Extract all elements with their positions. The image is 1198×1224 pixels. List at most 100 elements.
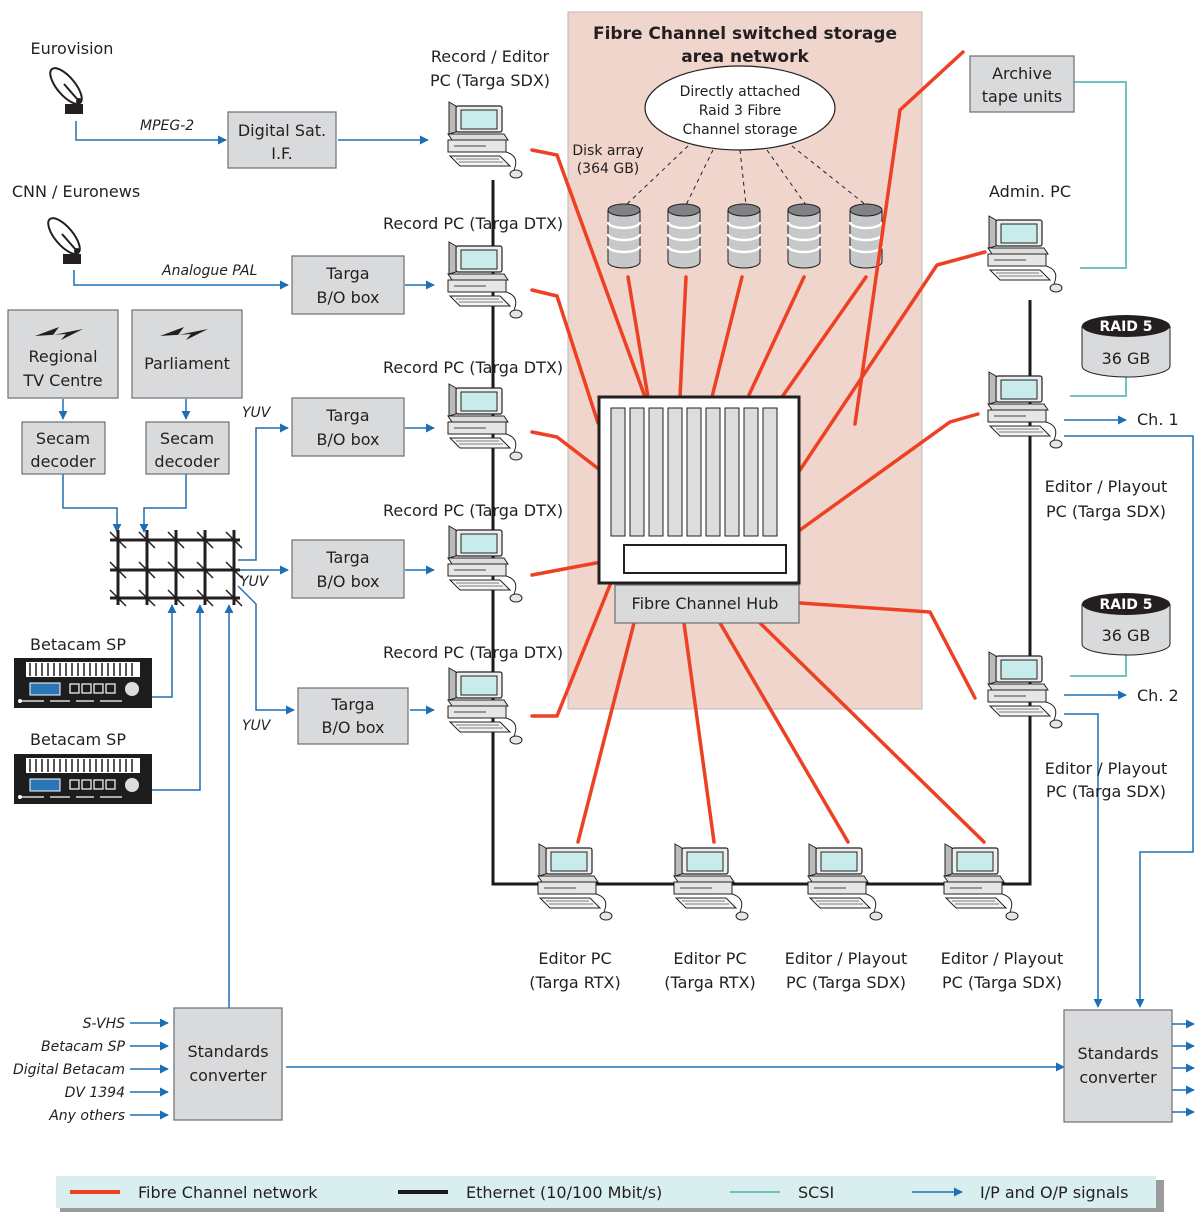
disk-icon (666, 202, 702, 270)
archive-label: tape units (982, 87, 1063, 106)
raid5-drive-icon (1081, 604, 1171, 656)
record-editor-pc-label: Record / Editor (431, 47, 550, 66)
targa-bo-box (291, 539, 405, 599)
raid5-drive-icon (1081, 326, 1171, 378)
mpeg2-label: MPEG-2 (140, 118, 194, 134)
disk-icon (726, 202, 762, 270)
input-label: Any others (48, 1108, 125, 1124)
regional-tv-label: Regional (28, 347, 97, 366)
pc-icon (447, 101, 523, 179)
channel-1-label: Ch. 1 (1137, 410, 1179, 429)
betacam-deck-icon (13, 753, 153, 805)
pc-icon (943, 843, 1019, 921)
raid5-drive-top (1082, 315, 1170, 337)
raid3-storage-label: Directly attached (680, 84, 801, 100)
standards-converter-label: Standards (1077, 1044, 1158, 1063)
switch-slots (610, 407, 778, 537)
san-title: Fibre Channel switched storage (593, 24, 897, 44)
editor-pc-label: (Targa RTX) (664, 973, 755, 992)
secam-decoder-label: decoder (154, 452, 220, 471)
switch-display (623, 544, 787, 574)
standards-converter-box (173, 1007, 283, 1121)
secam-decoder-label: Secam (36, 429, 90, 448)
archive-label: Archive (992, 64, 1052, 83)
disk-array-label: Disk array (572, 143, 643, 159)
yuv-label: YUV (240, 574, 270, 590)
raid5-drive-top (1082, 593, 1170, 615)
record-editor-pc-label: PC (Targa SDX) (430, 71, 550, 90)
standards-converter-box (1063, 1009, 1173, 1123)
parliament-box (131, 309, 243, 399)
eurovision-label: Eurovision (31, 39, 114, 58)
editor-playout-pc-label: Editor / Playout (1045, 477, 1167, 496)
targa-bo-label: B/O box (322, 718, 385, 737)
targa-bo-label: B/O box (317, 288, 380, 307)
raid5-size: 36 GB (1102, 626, 1151, 645)
editor-pc-label: (Targa RTX) (529, 973, 620, 992)
satellite-dish-icon (43, 62, 89, 115)
regional-tv-centre-box (7, 309, 119, 399)
channel-2-label: Ch. 2 (1137, 686, 1179, 705)
pc-icon (447, 525, 523, 603)
standards-converter-label: converter (189, 1066, 267, 1085)
record-pc-label: Record PC (Targa DTX) (383, 501, 563, 520)
editor-playout-pc-label: Editor / Playout (785, 949, 907, 968)
pc-icon (447, 241, 523, 319)
pc-icon (987, 651, 1063, 729)
disk-icon (606, 202, 642, 270)
legend-ethernet-label: Ethernet (10/100 Mbit/s) (466, 1183, 662, 1202)
yuv-label: YUV (242, 405, 272, 421)
input-label: Betacam SP (41, 1039, 126, 1055)
betacam-deck-icon (13, 657, 153, 709)
pc-icon (673, 843, 749, 921)
targa-bo-box (291, 397, 405, 457)
regional-tv-label: TV Centre (22, 371, 102, 390)
admin-pc-label: Admin. PC (989, 182, 1071, 201)
record-pc-label: Record PC (Targa DTX) (383, 214, 563, 233)
legend-fibre-label: Fibre Channel network (138, 1183, 318, 1202)
record-pc-label: Record PC (Targa DTX) (383, 358, 563, 377)
archive-tape-units-box (969, 55, 1075, 113)
digital-sat-if-label: Digital Sat. (238, 121, 326, 140)
analogue-pal-label: Analogue PAL (161, 263, 257, 279)
routing-matrix-crosspoints (109, 531, 243, 607)
signal-links (58, 121, 1195, 1120)
standards-converter-label: Standards (187, 1042, 268, 1061)
raid5-label: RAID 5 (1099, 319, 1152, 335)
pc-icon (807, 843, 883, 921)
record-pc-label: Record PC (Targa DTX) (383, 643, 563, 662)
raid3-storage-label: Raid 3 Fibre (699, 103, 781, 119)
targa-bo-label: Targa (325, 548, 369, 567)
hub-label: Fibre Channel Hub (632, 594, 779, 613)
betacam-label: Betacam SP (30, 730, 126, 749)
betacam-label: Betacam SP (30, 635, 126, 654)
targa-bo-label: B/O box (317, 572, 380, 591)
lightning-icon (35, 327, 83, 340)
raid5-label: RAID 5 (1099, 597, 1152, 613)
digital-sat-if-label: I.F. (271, 144, 293, 163)
editor-pc-label: Editor PC (673, 949, 746, 968)
targa-bo-box (291, 255, 405, 315)
satellite-dish-icon (41, 212, 87, 265)
pc-icon (447, 667, 523, 745)
pc-icon (447, 383, 523, 461)
editor-playout-pc-label: PC (Targa SDX) (1046, 782, 1166, 801)
yuv-label: YUV (242, 718, 272, 734)
targa-bo-box (297, 687, 409, 745)
input-label: DV 1394 (65, 1085, 125, 1101)
storage-dashed-links (625, 145, 867, 206)
routing-matrix (110, 530, 240, 605)
pc-icon (537, 843, 613, 921)
legend-panel (56, 1176, 1156, 1208)
secam-decoder-label: decoder (30, 452, 96, 471)
targa-bo-label: Targa (325, 264, 369, 283)
editor-playout-pc-label: PC (Targa SDX) (1046, 502, 1166, 521)
lightning-icon (160, 327, 208, 340)
fibre-channel-links (530, 50, 987, 844)
secam-decoder-box (21, 421, 106, 475)
disk-icon (786, 202, 822, 270)
scsi-links (1070, 81, 1127, 677)
secam-decoder-label: Secam (160, 429, 214, 448)
cnn-label: CNN / Euronews (12, 182, 140, 201)
